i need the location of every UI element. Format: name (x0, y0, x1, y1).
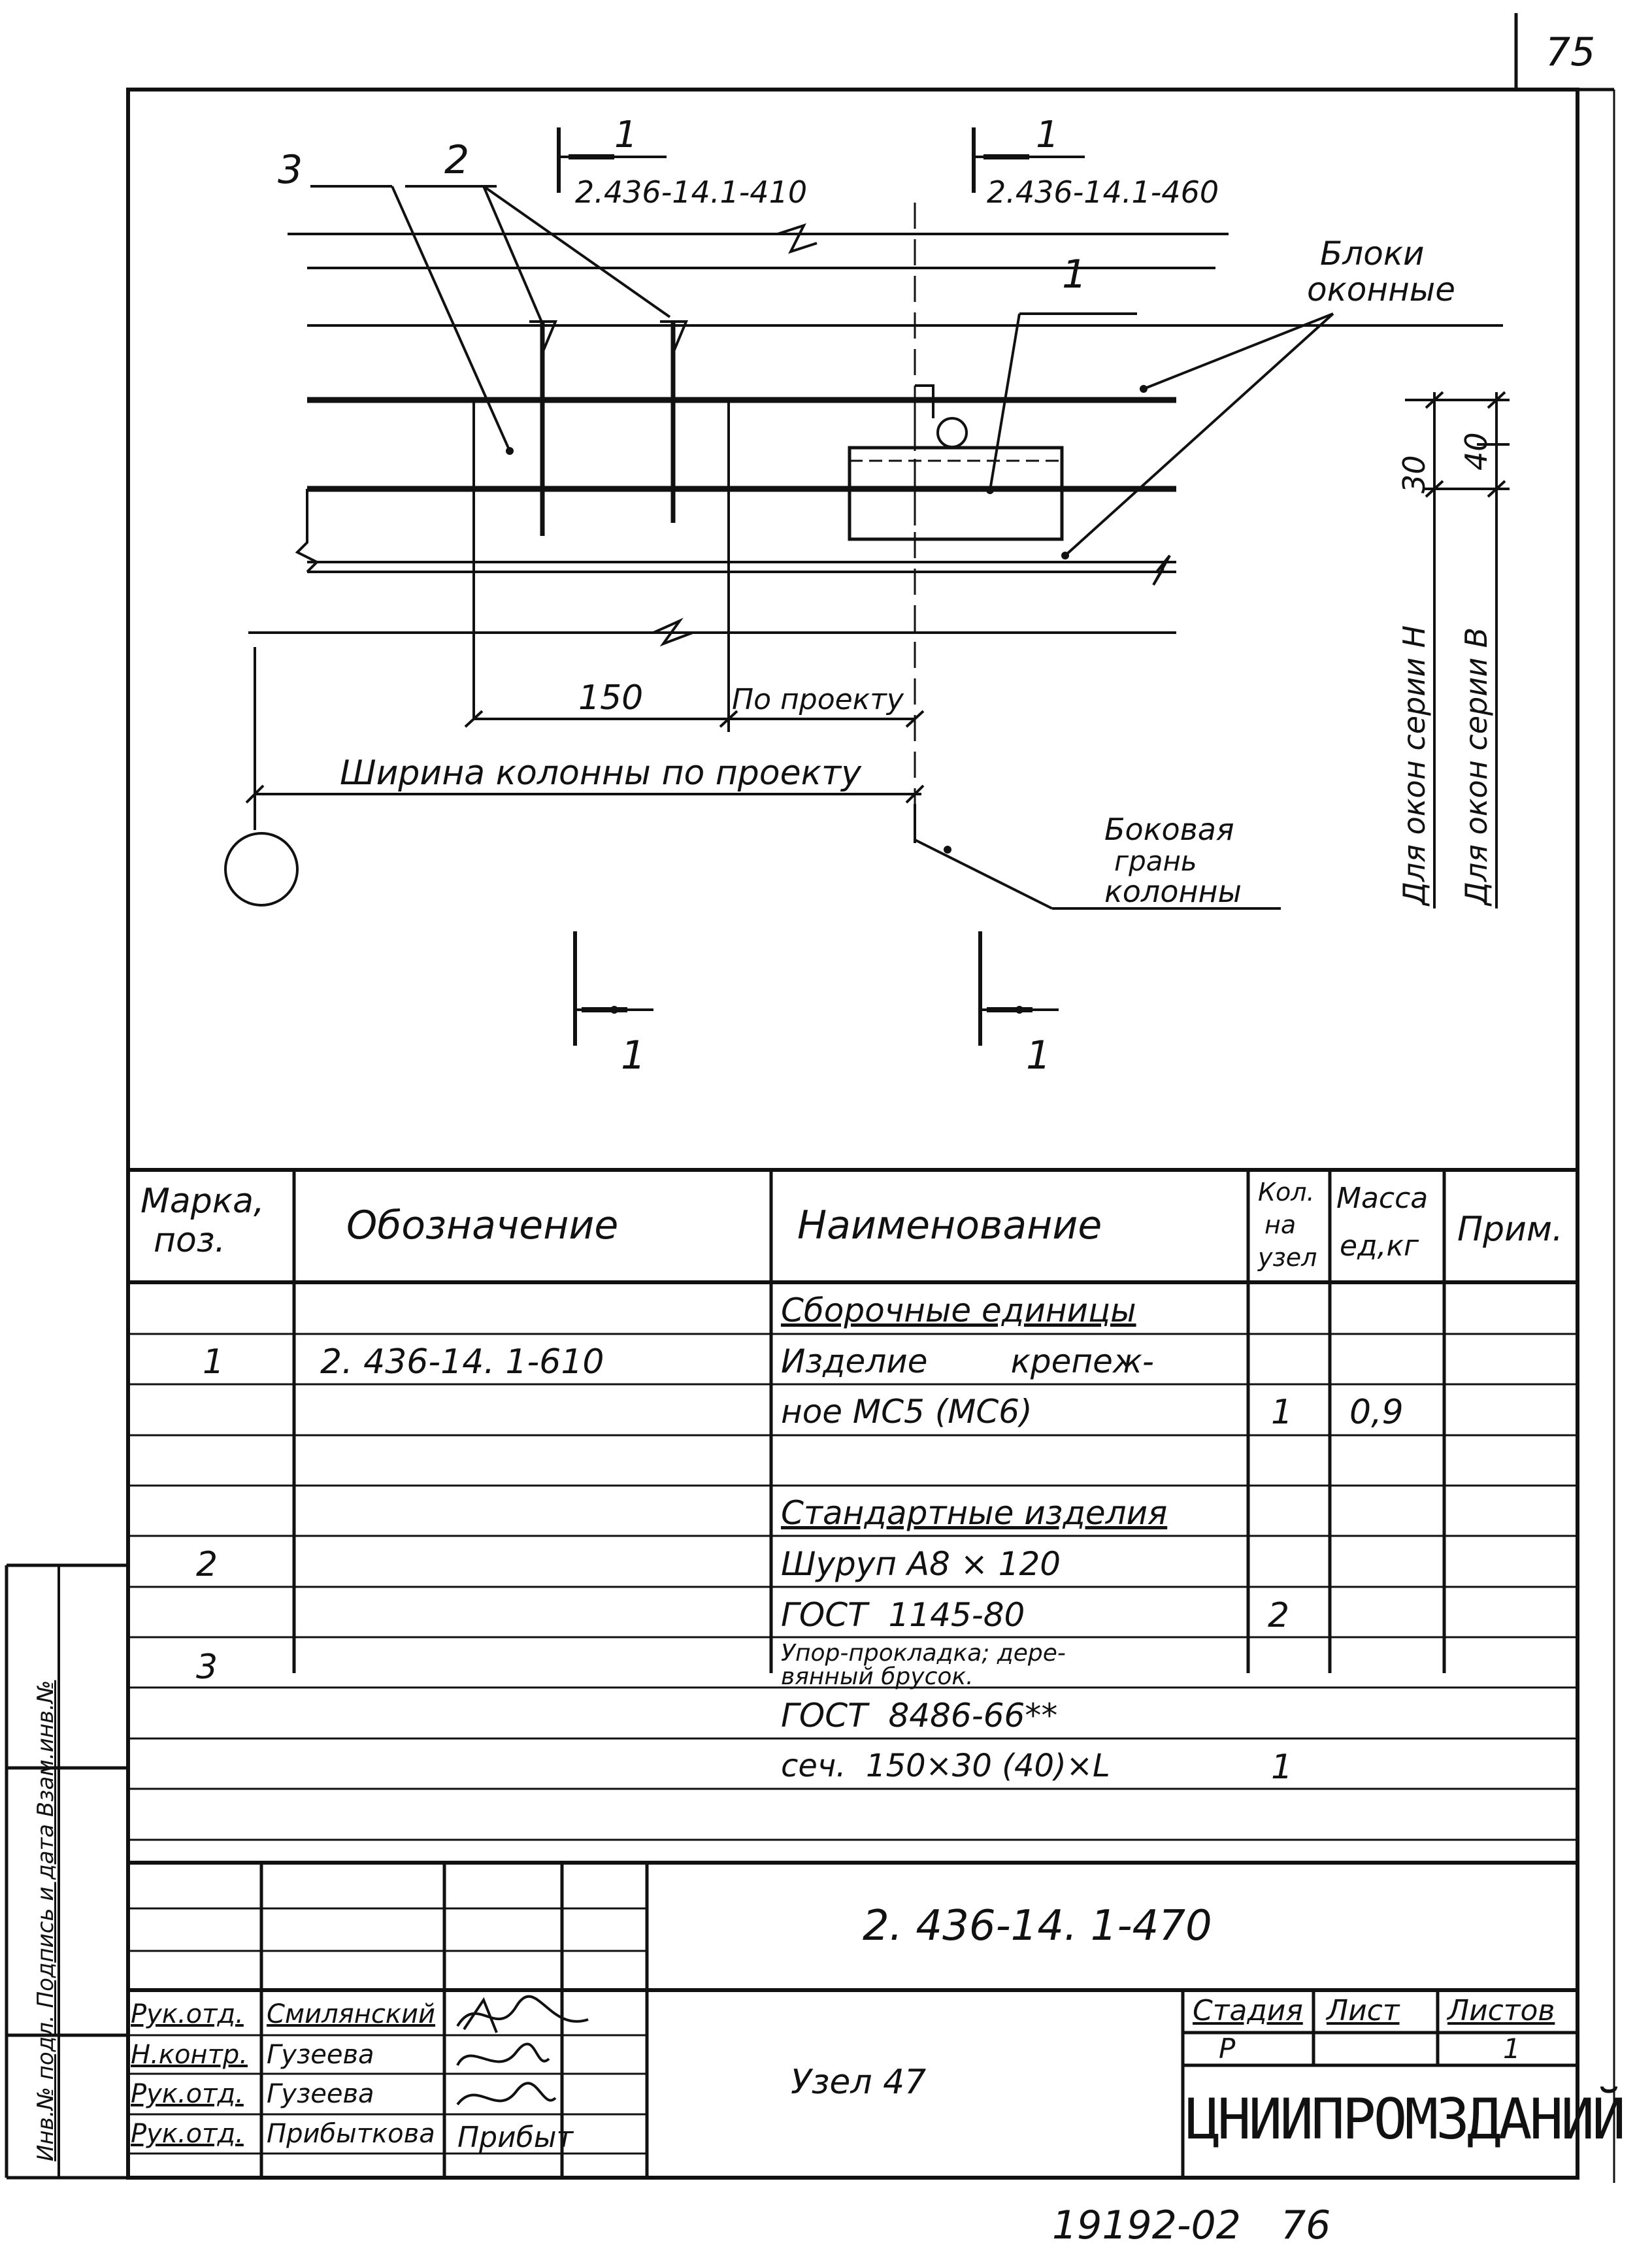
stage-label: Стадия (1193, 1994, 1303, 2027)
leader-dots (506, 385, 1148, 1014)
label-series-b: Для окон серии В (1459, 627, 1494, 906)
bottom-code: 19192-02 (1052, 2203, 1241, 2248)
label-series-h: Для окон серии Н (1396, 625, 1432, 906)
spec-table-grid (128, 1168, 1578, 1865)
signature-pribytkova: Прибыт (457, 2121, 574, 2154)
node-drawing (224, 127, 1510, 1046)
section-left-ref: 2.436-14.1-410 (575, 175, 807, 210)
name-1: Смилянский (267, 1999, 436, 2029)
row-6-qty: 2 (1268, 1596, 1290, 1635)
section-right-num: 1 (1036, 114, 1059, 156)
cut-left-num: 1 (621, 1033, 646, 1078)
sheets-value: 1 (1503, 2033, 1521, 2065)
row-2-mass: 0,9 (1349, 1393, 1404, 1432)
header-qty-1: Кол. (1258, 1178, 1315, 1206)
section-right-ref: 2.436-14.1-460 (987, 175, 1219, 210)
signatures (456, 1995, 589, 2106)
row-2-qty: 1 (1271, 1393, 1293, 1432)
row-7-mark: 3 (196, 1648, 218, 1687)
row-6-name: ГОСТ 1145-80 (781, 1596, 1025, 1634)
row-1-name: Изделие крепеж- (781, 1342, 1154, 1380)
dim-40: 40 (1459, 432, 1494, 471)
name-3: Гузеева (267, 2079, 374, 2109)
callout-2: 2 (444, 137, 469, 183)
role-1: Рук.отд. (131, 1999, 244, 2029)
sheet-label: Лист (1327, 1994, 1400, 2027)
callout-3: 3 (278, 147, 303, 193)
label-side-face-1: Боковая (1104, 812, 1234, 847)
row-5-name: Шуруп А8 × 120 (781, 1545, 1061, 1583)
dim-150: 150 (578, 678, 643, 718)
header-name: Наименование (797, 1203, 1102, 1248)
label-window-blocks-1: Блоки (1320, 235, 1425, 273)
organization: ЦНИИПРОМЗДАНИЙ (1186, 2087, 1626, 2152)
side-stamp: Инв.№ подл. Подпись и дата Взам.инв.№ (33, 1680, 59, 2161)
callout-1: 1 (1062, 252, 1087, 297)
cut-right-num: 1 (1026, 1033, 1051, 1078)
dim-column-width: Ширина колонны по проекту (340, 754, 862, 793)
header-designation: Обозначение (346, 1203, 619, 1248)
label-side-face-3: колонны (1104, 874, 1242, 909)
row-9-name: сеч. 150×30 (40)×L (781, 1748, 1110, 1784)
row-7-name2: вянный брусок. (781, 1663, 974, 1690)
sheet-number-top: 75 (1545, 29, 1595, 75)
row-4-name: Стандартные изделия (781, 1494, 1168, 1532)
bottom-page: 76 (1281, 2203, 1331, 2248)
label-side-face-2: грань (1114, 845, 1197, 877)
section-left-num: 1 (614, 114, 638, 156)
label-window-blocks-2: оконные (1307, 271, 1455, 308)
title-node: Узел 47 (791, 2063, 927, 2102)
row-1-designation: 2. 436-14. 1-610 (320, 1342, 604, 1382)
row-1-mark: 1 (203, 1342, 225, 1382)
header-note: Прим. (1457, 1210, 1563, 1249)
dim-30: 30 (1396, 455, 1432, 493)
header-mark-2: поз. (154, 1221, 225, 1260)
role-3: Рук.отд. (131, 2079, 244, 2109)
name-2: Гузеева (267, 2040, 374, 2070)
stage-value: Р (1219, 2033, 1236, 2065)
row-7-name: Упор-прокладка; дере- (781, 1640, 1066, 1667)
row-5-mark: 2 (196, 1545, 218, 1584)
row-9-qty: 1 (1271, 1748, 1293, 1787)
title-block-grid (5, 1563, 1578, 2180)
header-mark-1: Марка, (140, 1182, 265, 1221)
row-0-name: Сборочные единицы (781, 1291, 1136, 1329)
dim-by-project: По проекту (732, 683, 904, 716)
row-2-name: ное МС5 (МС6) (781, 1393, 1032, 1431)
role-2: Н.контр. (131, 2040, 248, 2070)
name-4: Прибыткова (267, 2119, 435, 2149)
header-qty-3: узел (1258, 1243, 1317, 1272)
role-4: Рук.отд. (131, 2119, 244, 2149)
header-qty-2: на (1264, 1210, 1297, 1239)
sheet-frame (126, 88, 1579, 2180)
row-8-name: ГОСТ 8486-66** (781, 1697, 1058, 1735)
header-mass-1: Масса (1336, 1182, 1429, 1215)
sheets-label: Листов (1447, 1994, 1555, 2027)
header-mass-2: ед,кг (1340, 1229, 1419, 1263)
doc-code: 2. 436-14. 1-470 (863, 1902, 1212, 1950)
